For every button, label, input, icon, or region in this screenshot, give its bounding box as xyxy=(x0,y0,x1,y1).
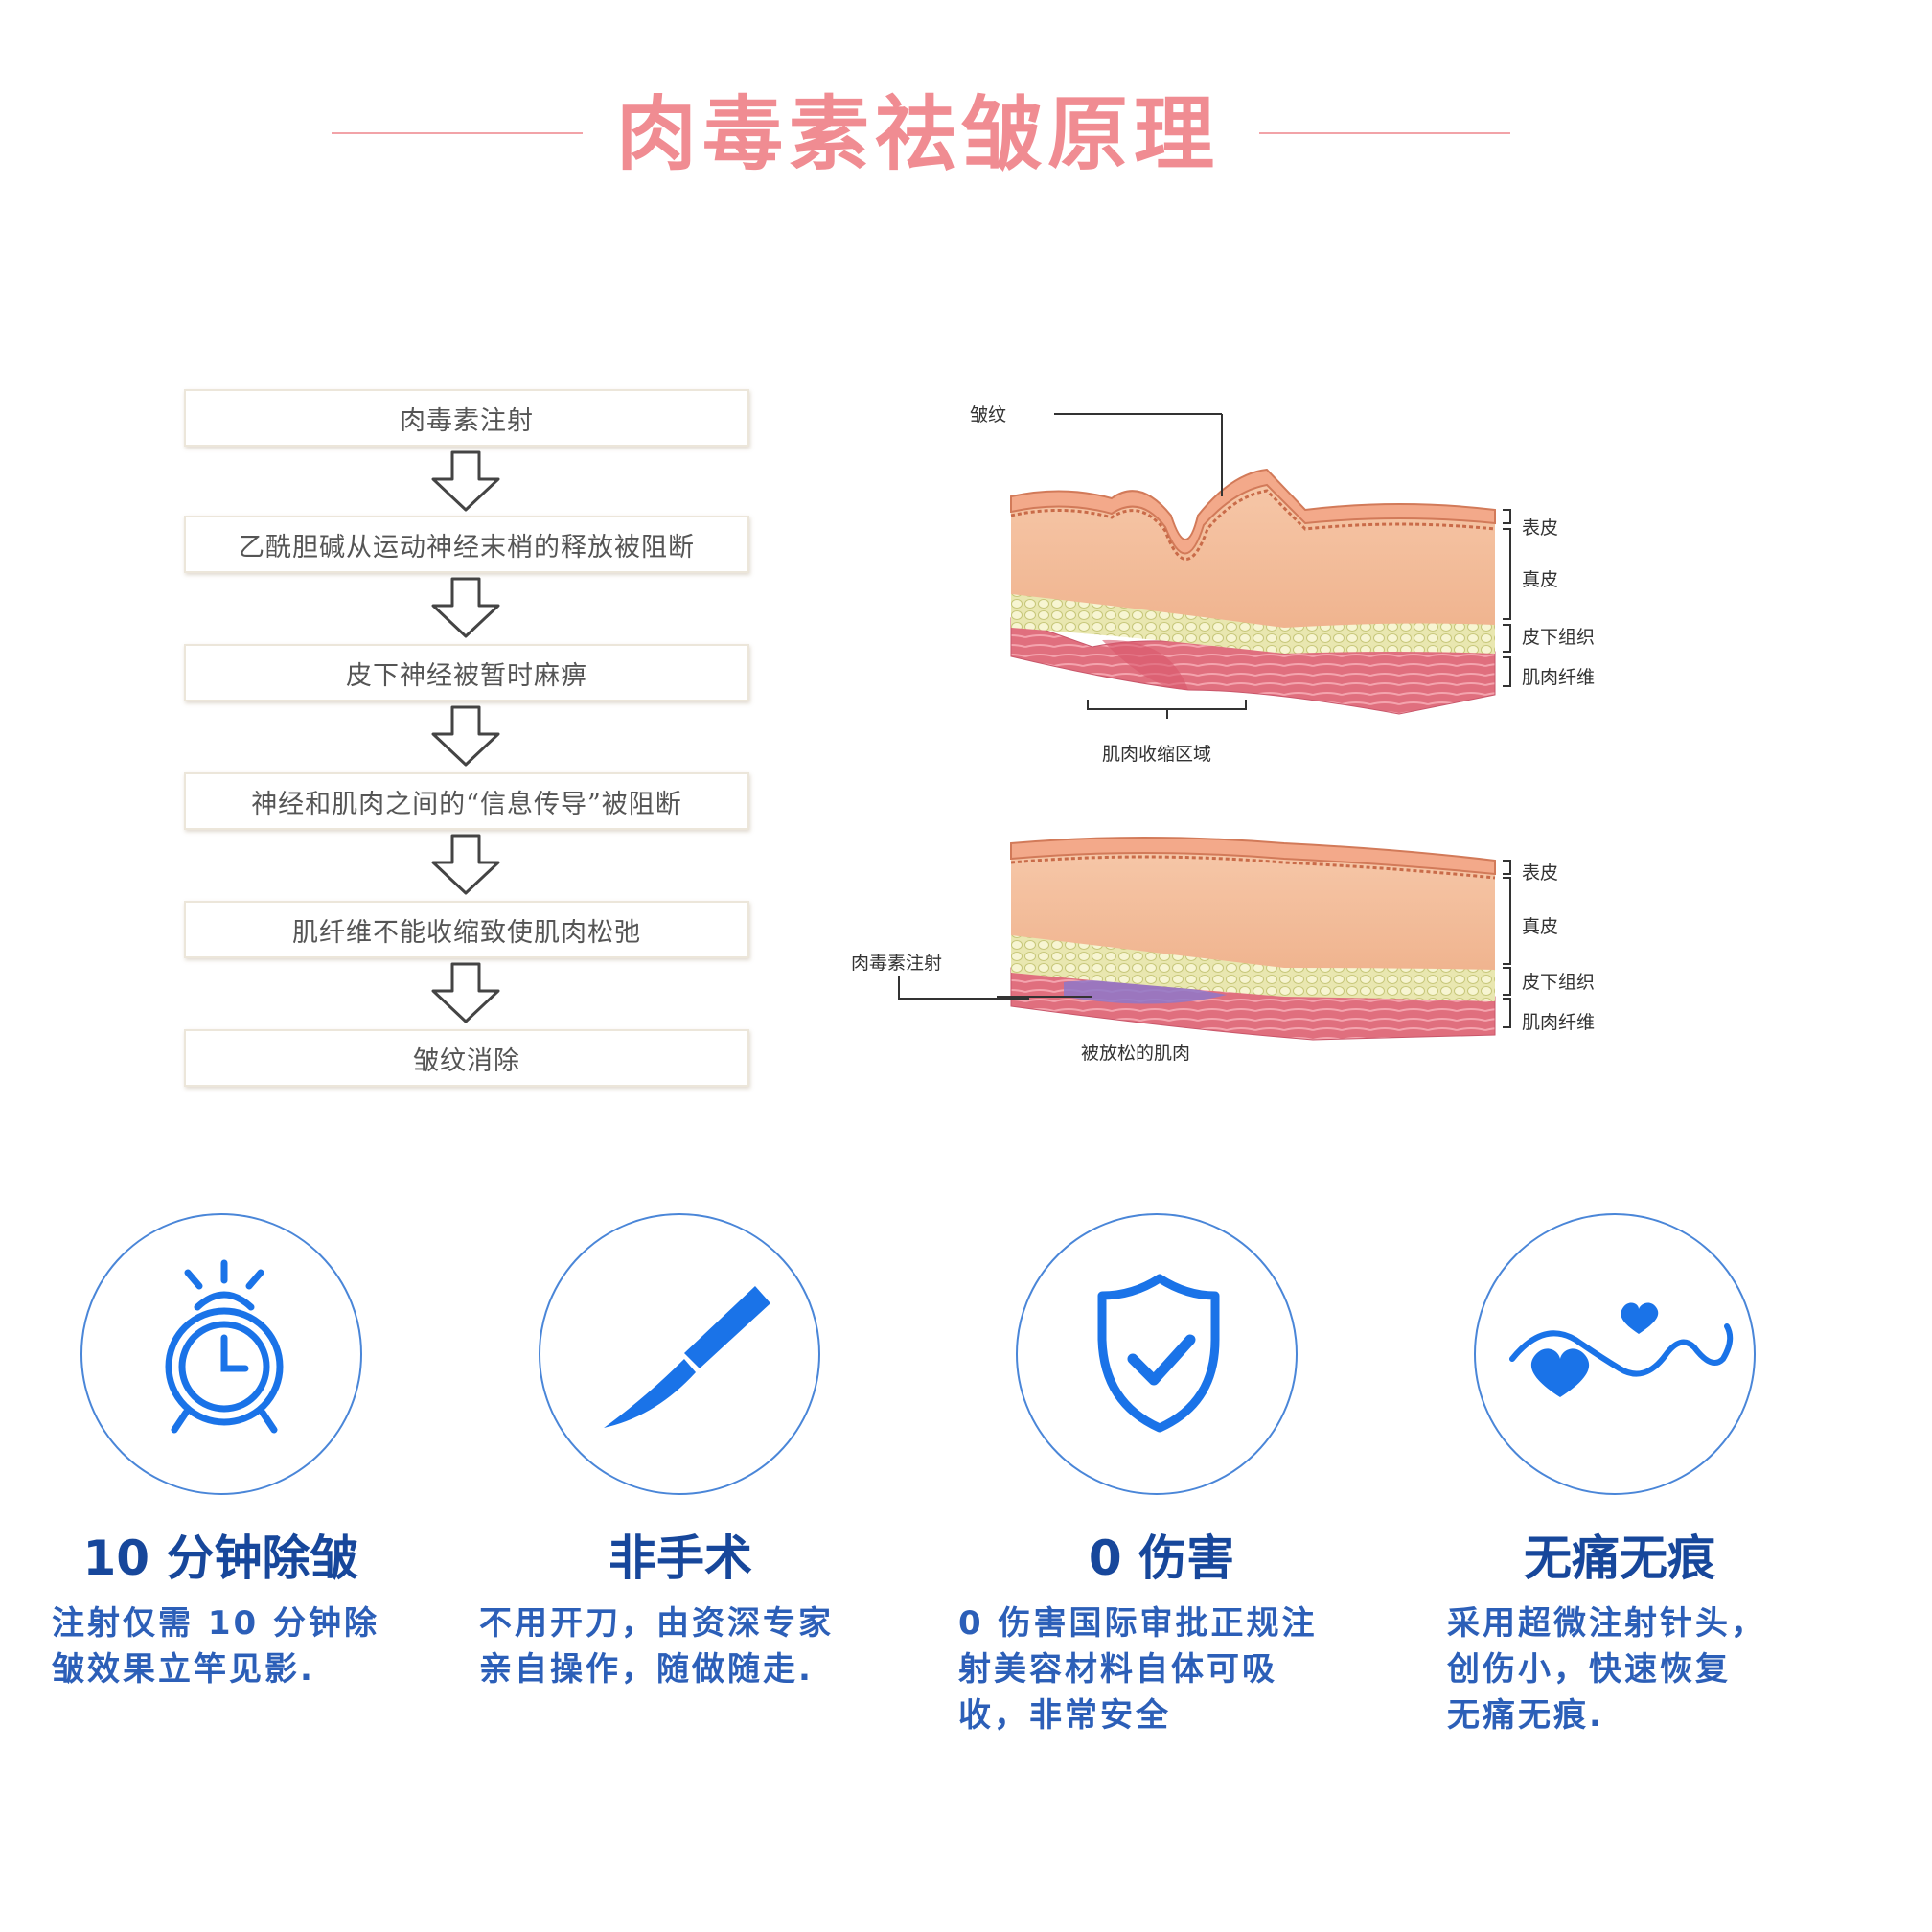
label-muscle-fiber: 肌肉纤维 xyxy=(1522,667,1596,688)
label-subcutaneous-2: 皮下组织 xyxy=(1522,972,1596,993)
alarm-clock-icon xyxy=(165,1259,284,1434)
down-arrow-icon xyxy=(431,577,500,638)
flow-step-4: 神经和肌肉之间的“信息传导”被阻断 xyxy=(184,772,749,830)
shield-check-icon xyxy=(1097,1274,1220,1433)
label-epidermis: 表皮 xyxy=(1522,518,1559,539)
feature-circle-3 xyxy=(1016,1213,1298,1495)
label-muscle-contraction-area: 肌肉收缩区域 xyxy=(1102,744,1212,765)
feature-desc-1: 注射仅需 10 分钟除 皱效果立竿见影. xyxy=(52,1604,380,1689)
feature-title-1: 10 分钟除皱 xyxy=(82,1530,358,1586)
label-dermis-2: 真皮 xyxy=(1522,916,1559,937)
flow-step-6: 皱纹消除 xyxy=(184,1029,749,1087)
feature-title-2: 非手术 xyxy=(609,1530,752,1586)
scalpel-icon xyxy=(604,1286,770,1428)
feature-title-4: 无痛无痕 xyxy=(1524,1530,1715,1586)
page-title: 肉毒素祛皱原理 xyxy=(615,87,1220,181)
flow-step-5: 肌纤维不能收缩致使肌肉松弛 xyxy=(184,901,749,958)
title-left-line xyxy=(332,132,583,134)
flow-step-3: 皮下神经被暂时麻痹 xyxy=(184,644,749,702)
skin-diagram-relaxed xyxy=(997,837,1511,1041)
label-wrinkle: 皱纹 xyxy=(970,404,1007,426)
feature-desc-3: 0 伤害国际审批正规注 射美容材料自体可吸 收，非常安全 xyxy=(958,1604,1318,1735)
label-muscle-fiber-2: 肌肉纤维 xyxy=(1522,1012,1596,1033)
heart-wave-icon xyxy=(1509,1302,1734,1397)
label-relaxed-muscle: 被放松的肌肉 xyxy=(1081,1043,1191,1064)
flow-step-2: 乙酰胆碱从运动神经末梢的释放被阻断 xyxy=(184,516,749,573)
label-botox-injection: 肉毒素注射 xyxy=(851,953,943,974)
label-subcutaneous: 皮下组织 xyxy=(1522,627,1596,648)
title-right-line xyxy=(1259,132,1510,134)
feature-title-3: 0 伤害 xyxy=(1088,1530,1235,1586)
down-arrow-icon xyxy=(431,705,500,767)
label-dermis: 真皮 xyxy=(1522,569,1559,590)
flow-step-1: 肉毒素注射 xyxy=(184,389,749,447)
label-epidermis-2: 表皮 xyxy=(1522,862,1559,884)
feature-circle-2 xyxy=(539,1213,820,1495)
down-arrow-icon xyxy=(431,962,500,1024)
injection-pointer-line xyxy=(898,976,1029,1000)
feature-desc-2: 不用开刀，由资深专家 亲自操作，随做随走. xyxy=(479,1604,834,1689)
feature-circle-4 xyxy=(1474,1213,1756,1495)
feature-desc-4: 采用超微注射针头， 创伤小，快速恢复 无痛无痕. xyxy=(1447,1604,1766,1735)
skin-diagram-wrinkled xyxy=(1010,413,1511,719)
down-arrow-icon xyxy=(431,834,500,895)
feature-circle-1 xyxy=(80,1213,362,1495)
down-arrow-icon xyxy=(431,450,500,512)
